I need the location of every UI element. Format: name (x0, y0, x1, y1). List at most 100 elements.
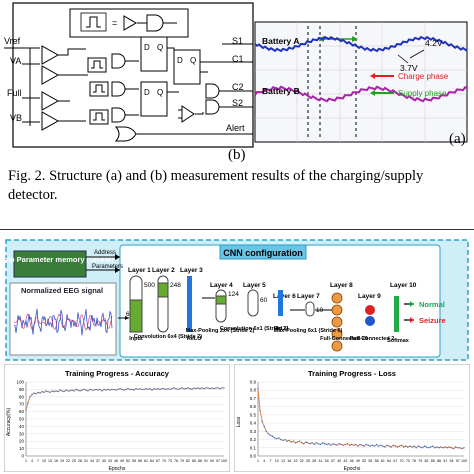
loss-point (394, 445, 396, 447)
block-maxpool1: Max-Pooling 2x4 (Stride 2) (186, 328, 255, 334)
accuracy-point (199, 388, 201, 390)
layer-1-label: Layer 1 (128, 267, 151, 274)
accuracy-x-tick: 22 (66, 459, 70, 463)
loss-point (303, 443, 305, 445)
loss-x-tick: 100 (461, 459, 467, 463)
accuracy-point (203, 388, 205, 390)
block-fc20: Full-Connected 20 (320, 336, 368, 342)
accuracy-point (87, 390, 89, 392)
accuracy-x-tick: 28 (78, 459, 82, 463)
loss-x-tick: 1 (257, 459, 259, 463)
ff1-q: Q (157, 43, 163, 52)
accuracy-point (191, 388, 193, 391)
accuracy-point (93, 389, 95, 391)
loss-point (375, 443, 378, 446)
accuracy-xlabel: Epochs (109, 466, 126, 472)
accuracy-point (129, 388, 131, 391)
loss-point (423, 445, 426, 447)
loss-x-tick: 7 (269, 459, 271, 463)
accuracy-point (121, 388, 123, 391)
loss-point (346, 443, 349, 445)
loss-point (326, 443, 328, 446)
accuracy-x-tick: 97 (216, 459, 220, 463)
accuracy-point (39, 392, 41, 394)
figure-caption: Fig. 2. Structure (a) and (b) measuremen… (8, 168, 424, 203)
loss-point (307, 442, 309, 444)
loss-point (415, 447, 417, 449)
layer-7-block (305, 301, 315, 317)
accuracy-point (143, 388, 145, 391)
loss-point (409, 445, 411, 447)
accuracy-y-tick: 70 (19, 402, 25, 407)
accuracy-x-tick: 49 (120, 459, 124, 463)
loss-point (363, 445, 365, 447)
loss-point (336, 444, 338, 446)
loss-point (350, 443, 353, 446)
cnn-title-bar (219, 244, 307, 260)
loss-point (332, 443, 334, 445)
accuracy-point (159, 388, 161, 391)
accuracy-x-tick: 73 (168, 459, 172, 463)
loss-point (369, 445, 372, 447)
loss-point (448, 446, 451, 448)
loss-point (417, 445, 419, 447)
loss-x-tick: 91 (443, 459, 447, 463)
fc-2-neuron-1 (365, 305, 375, 315)
loss-point (344, 443, 347, 446)
loss-point (384, 446, 386, 448)
accuracy-point (91, 389, 93, 391)
accuracy-point (173, 387, 175, 389)
loss-x-tick: 76 (412, 459, 416, 463)
loss-x-tick: 58 (375, 459, 379, 463)
accuracy-point (223, 387, 225, 389)
accuracy-x-tick: 82 (186, 459, 190, 463)
loss-point (403, 446, 405, 448)
loss-point (305, 441, 307, 443)
loss-x-tick: 22 (300, 459, 304, 463)
accuracy-y-tick: 50 (19, 417, 25, 422)
accuracy-point (217, 387, 219, 389)
accuracy-point (147, 388, 149, 391)
accuracy-point (25, 409, 27, 411)
loss-point (398, 445, 401, 447)
accuracy-x-tick: 88 (198, 459, 202, 463)
accuracy-point (53, 390, 55, 393)
loss-x-tick: 25 (306, 459, 310, 463)
loss-point (396, 446, 399, 448)
loss-point (280, 438, 282, 441)
loss-x-tick: 82 (425, 459, 429, 463)
accuracy-point (41, 390, 43, 393)
loss-point (407, 446, 409, 448)
accuracy-y-tick: 0 (21, 454, 24, 459)
accuracy-point (51, 390, 53, 392)
accuracy-x-tick: 55 (132, 459, 136, 463)
loss-x-tick: 79 (418, 459, 422, 463)
accuracy-y-tick: 40 (19, 424, 25, 429)
loss-point (309, 443, 311, 445)
accuracy-point (141, 388, 143, 391)
layer-5-block (247, 289, 259, 317)
ff3-d: D (177, 56, 183, 65)
label-s1: S1 (232, 36, 243, 46)
accuracy-point (123, 389, 125, 391)
block-conv1: Convolution 6x4 (Stride 2) (134, 334, 202, 340)
loss-point (357, 445, 359, 447)
layer-3-label: Layer 3 (180, 267, 203, 274)
loss-point (269, 434, 272, 437)
subfigure-a-label: (a) (449, 131, 466, 147)
loss-point (373, 445, 376, 447)
loss-chart: Training Progress - Loss Epochs Loss 0.0… (234, 364, 470, 472)
loss-x-tick: 49 (356, 459, 360, 463)
accuracy-point (59, 389, 61, 391)
accuracy-point (111, 388, 113, 391)
label-s2: S2 (232, 98, 243, 108)
loss-point (427, 447, 430, 449)
ff2-q: Q (157, 88, 163, 97)
legend-supply: Supply phase (398, 89, 447, 98)
accuracy-point (103, 388, 105, 391)
accuracy-point (89, 388, 91, 391)
accuracy-x-tick: 1 (25, 459, 27, 463)
loss-x-tick: 28 (312, 459, 316, 463)
accuracy-point (167, 388, 169, 390)
accuracy-point (181, 387, 183, 389)
